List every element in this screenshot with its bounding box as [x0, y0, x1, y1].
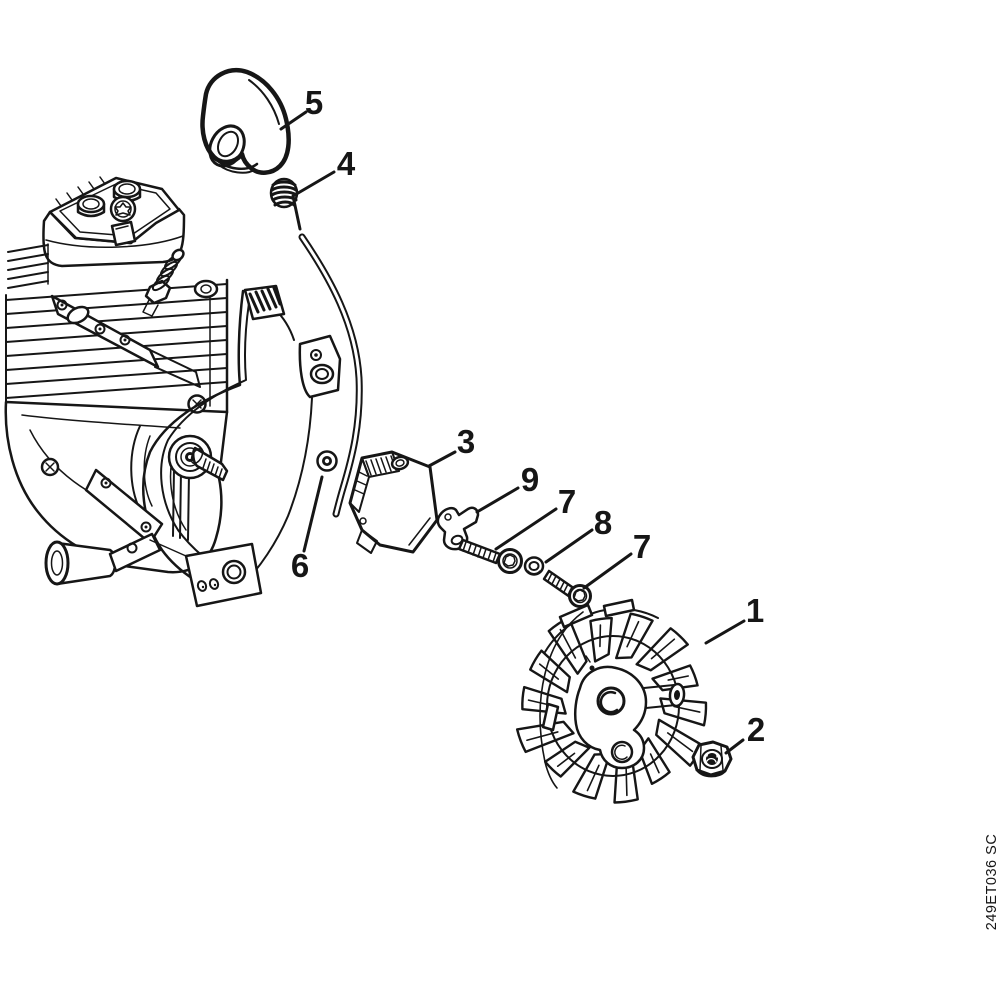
housing-bracket	[298, 334, 342, 399]
housing-grip-tab	[243, 284, 286, 321]
callout-leader-9	[475, 486, 520, 514]
ignition-module	[348, 450, 439, 554]
fan-housing	[142, 284, 342, 608]
spark-plug	[142, 248, 185, 317]
flywheel-blade-line	[599, 624, 602, 648]
flywheel-blade	[572, 752, 611, 800]
part-number-6: 6	[291, 547, 309, 584]
spark-plug-terminal	[171, 248, 185, 262]
crankshaft-assembly	[44, 425, 229, 586]
part-number-1: 1	[746, 592, 764, 629]
flywheel-blade-line	[586, 764, 600, 792]
flywheel-blade-line	[667, 675, 690, 681]
flywheel-nut	[691, 740, 733, 778]
spark-plug-wire	[298, 233, 363, 518]
spark-plug-boot	[200, 68, 291, 175]
flywheel-blade-line	[649, 753, 660, 774]
screw-front	[457, 538, 523, 574]
flywheel-blade-line	[650, 638, 676, 660]
part-number-5: 5	[305, 84, 323, 121]
part-number-8: 8	[594, 504, 612, 541]
cylinder-head-fins	[7, 243, 49, 289]
part-number-7: 7	[633, 528, 651, 565]
part-number-7: 7	[558, 483, 576, 520]
washer	[523, 556, 545, 576]
part-number-2: 2	[747, 711, 765, 748]
callout-leader-7	[494, 507, 558, 551]
callout-leader-2	[724, 738, 745, 755]
crankcase	[4, 394, 229, 574]
part-number-3: 3	[457, 423, 475, 460]
small-nut	[316, 450, 338, 472]
callout-leader-7	[582, 552, 633, 590]
callout-leader-8	[544, 528, 594, 564]
housing-foot-tab	[184, 542, 263, 608]
spring	[269, 177, 299, 209]
part-number-4: 4	[337, 145, 356, 182]
callout-leader-5	[279, 110, 308, 131]
flywheel-blades	[515, 612, 708, 804]
callout-leader-4	[291, 170, 336, 231]
flywheel-blade	[615, 612, 654, 660]
callout-leader-6	[302, 475, 324, 553]
flywheel-blade-line	[538, 663, 560, 680]
flywheel	[515, 598, 708, 804]
flywheel-blade-line	[559, 628, 577, 659]
module-post	[390, 455, 410, 471]
part-number-9: 9	[521, 461, 539, 498]
callout-leader-1	[704, 619, 746, 645]
flywheel-blade-line	[626, 620, 640, 648]
screw-rear	[542, 569, 592, 608]
mounting-strap	[50, 294, 201, 388]
figure-code-text: 249ET036 SC	[984, 834, 1000, 931]
flywheel-blade-line	[556, 752, 576, 768]
flywheel-blade-line	[625, 764, 628, 797]
callout-leader-3	[427, 450, 457, 468]
mount-tube	[44, 532, 187, 586]
